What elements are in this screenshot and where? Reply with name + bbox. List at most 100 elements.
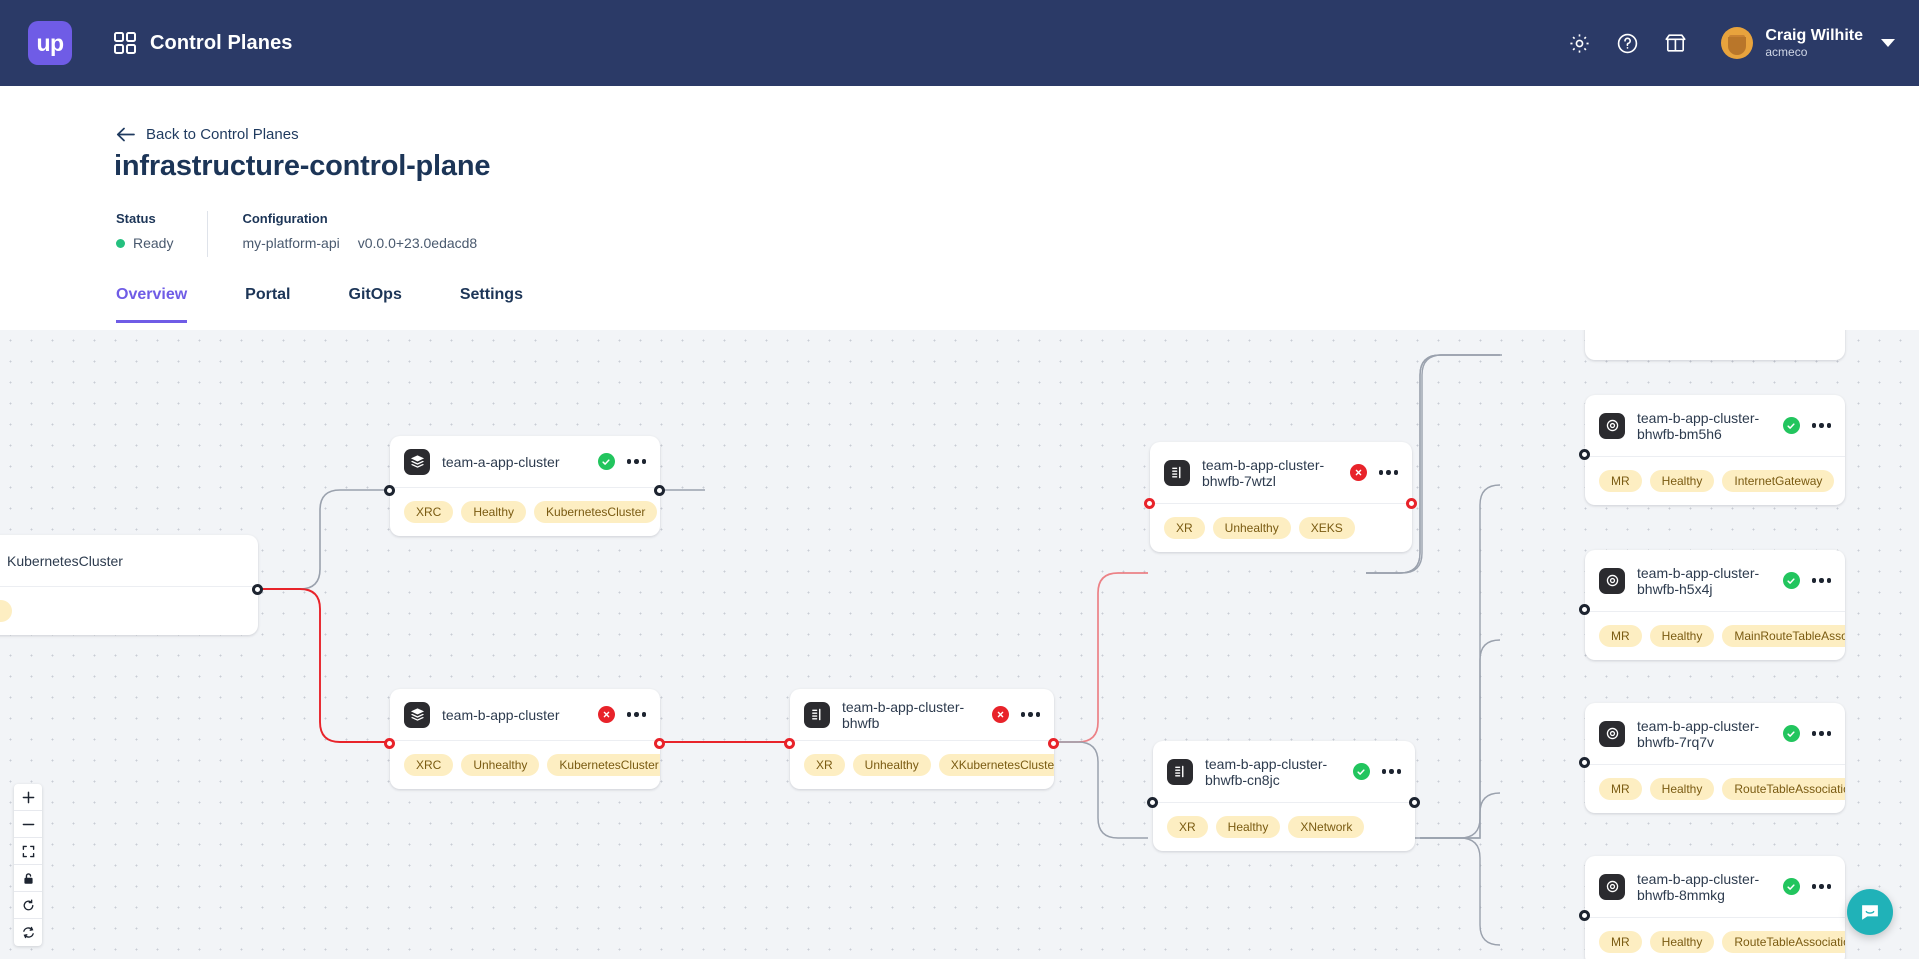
graph-node-team-a-app-cluster[interactable]: team-a-app-cluster XRC Healthy Kubernete… xyxy=(390,436,660,536)
tag: Healthy xyxy=(1649,931,1715,953)
page-header: Back to Control Planes infrastructure-co… xyxy=(0,86,1919,330)
resource-graph-canvas[interactable]: K KubernetesCluster API team-a-app-clust… xyxy=(0,330,1919,959)
reset-icon[interactable] xyxy=(14,892,42,919)
port-out-team-b-app-cluster-bhwfb[interactable] xyxy=(1048,738,1059,749)
refresh-icon[interactable] xyxy=(14,919,42,946)
status-badge-unhealthy-icon xyxy=(1349,464,1367,481)
node-header: team-b-app-cluster-bhwfb-bm5h6 xyxy=(1585,395,1845,457)
avatar[interactable] xyxy=(1721,27,1754,59)
node-header: team-b-app-cluster xyxy=(390,689,660,741)
port-out-7wtzl[interactable] xyxy=(1406,498,1417,509)
fit-view-icon[interactable] xyxy=(14,838,42,865)
node-menu-button[interactable] xyxy=(1381,769,1401,774)
upbound-logo[interactable]: up xyxy=(28,21,72,65)
node-menu-button[interactable] xyxy=(1020,712,1040,717)
chat-bubble-icon[interactable] xyxy=(1847,889,1893,935)
tab-settings[interactable]: Settings xyxy=(459,286,523,303)
node-menu-button[interactable] xyxy=(1811,731,1831,736)
grid-icon[interactable] xyxy=(114,32,136,54)
port-in-bm5h6[interactable] xyxy=(1579,449,1590,460)
graph-node-team-b-app-cluster-bhwfb-8mmkg[interactable]: team-b-app-cluster-bhwfb-8mmkg MR Health… xyxy=(1585,856,1845,959)
user-menu[interactable]: Craig Wilhite acmeco xyxy=(1765,27,1863,60)
port-in-team-b-app-cluster[interactable] xyxy=(384,738,395,749)
port-in-cn8jc[interactable] xyxy=(1147,797,1158,808)
node-header: team-b-app-cluster-bhwfb-h5x4j xyxy=(1585,550,1845,612)
configuration-name: my-platform-api xyxy=(242,235,340,251)
configuration-block: Configuration my-platform-api v0.0.0+23.… xyxy=(242,211,477,251)
tag: Healthy xyxy=(461,501,527,523)
tag: API xyxy=(0,600,13,622)
status-badge-healthy-icon xyxy=(1352,763,1370,780)
back-to-control-planes-link[interactable]: Back to Control Planes xyxy=(116,126,299,143)
tag: RouteTableAssociation xyxy=(1722,931,1845,953)
port-in-7rq7v[interactable] xyxy=(1579,757,1590,768)
port-out-team-a-app-cluster[interactable] xyxy=(654,485,665,496)
tab-gitops[interactable]: GitOps xyxy=(348,286,402,303)
graph-node-kubernetescluster[interactable]: K KubernetesCluster API xyxy=(0,535,258,635)
status-badge-healthy-icon xyxy=(1782,572,1800,589)
graph-node-partial-top[interactable] xyxy=(1585,330,1845,360)
tag: XR xyxy=(1164,517,1205,539)
node-tags: MR Healthy MainRouteTableAssociation xyxy=(1585,612,1845,660)
help-circle-icon[interactable] xyxy=(1603,19,1651,67)
tag: XRC xyxy=(404,501,454,523)
port-in-h5x4j[interactable] xyxy=(1579,604,1590,615)
tab-portal[interactable]: Portal xyxy=(245,286,291,303)
tab-bar: Overview Portal GitOps Settings xyxy=(116,282,581,323)
node-menu-button[interactable] xyxy=(626,459,646,464)
node-menu-button[interactable] xyxy=(1811,423,1831,428)
node-title: team-a-app-cluster xyxy=(442,453,560,470)
node-title: team-b-app-cluster-bhwfb-cn8jc xyxy=(1205,755,1328,788)
node-title: team-b-app-cluster-bhwfb-7wtzl xyxy=(1202,456,1325,489)
port-out-kubernetescluster[interactable] xyxy=(252,584,263,595)
tag: KubernetesCluster xyxy=(534,501,658,523)
configuration-label: Configuration xyxy=(242,211,328,226)
node-title: team-b-app-cluster-bhwfb-bm5h6 xyxy=(1637,409,1760,442)
port-out-team-b-app-cluster[interactable] xyxy=(654,738,665,749)
graph-node-team-b-app-cluster-bhwfb-7wtzl[interactable]: team-b-app-cluster-bhwfb-7wtzl XR Unheal… xyxy=(1150,442,1412,552)
port-in-team-b-app-cluster-bhwfb[interactable] xyxy=(784,738,795,749)
graph-node-team-b-app-cluster-bhwfb-cn8jc[interactable]: team-b-app-cluster-bhwfb-cn8jc XR Health… xyxy=(1153,741,1415,851)
port-in-7wtzl[interactable] xyxy=(1144,498,1155,509)
gear-icon[interactable] xyxy=(1555,19,1603,67)
node-header: K KubernetesCluster xyxy=(0,535,258,587)
status-badge-unhealthy-icon xyxy=(991,706,1009,723)
node-title: team-b-app-cluster-bhwfb-h5x4j xyxy=(1637,564,1760,597)
graph-node-team-b-app-cluster-bhwfb-7rq7v[interactable]: team-b-app-cluster-bhwfb-7rq7v MR Health… xyxy=(1585,703,1845,813)
zoom-out-icon[interactable] xyxy=(14,811,42,838)
tab-overview[interactable]: Overview xyxy=(116,282,188,323)
port-in-8mmkg[interactable] xyxy=(1579,910,1590,921)
node-tags: API xyxy=(0,587,258,635)
node-menu-button[interactable] xyxy=(1811,578,1831,583)
chevron-down-icon[interactable] xyxy=(1881,39,1895,47)
logo-text: up xyxy=(36,29,64,56)
node-menu-button[interactable] xyxy=(626,712,646,717)
node-menu-button[interactable] xyxy=(1811,884,1831,889)
graph-node-team-b-app-cluster-bhwfb[interactable]: team-b-app-cluster-bhwfb XR Unhealthy XK… xyxy=(790,689,1054,789)
node-tags: MR Healthy RouteTableAssociation xyxy=(1585,765,1845,813)
zoom-in-icon[interactable] xyxy=(14,784,42,811)
tag: XEKS xyxy=(1298,517,1355,539)
port-out-cn8jc[interactable] xyxy=(1409,797,1420,808)
graph-node-team-b-app-cluster[interactable]: team-b-app-cluster XRC Unhealthy Kuberne… xyxy=(390,689,660,789)
target-icon xyxy=(1599,873,1625,900)
status-text: Ready xyxy=(133,235,174,251)
node-tags: XRC Unhealthy KubernetesCluster xyxy=(390,741,660,789)
configuration-version: v0.0.0+23.0edacd8 xyxy=(357,235,478,251)
marketplace-icon[interactable] xyxy=(1651,19,1699,67)
lock-icon[interactable] xyxy=(14,865,42,892)
tag: Healthy xyxy=(1649,470,1715,492)
node-menu-button[interactable] xyxy=(1378,470,1398,475)
user-org: acmeco xyxy=(1765,44,1808,59)
target-icon xyxy=(1599,567,1625,594)
list-box-icon xyxy=(804,701,830,728)
status-block: Status Ready xyxy=(116,211,173,251)
tag: RouteTableAssociation xyxy=(1722,778,1845,800)
tag: XR xyxy=(804,754,845,776)
graph-node-team-b-app-cluster-bhwfb-h5x4j[interactable]: team-b-app-cluster-bhwfb-h5x4j MR Health… xyxy=(1585,550,1845,660)
user-name: Craig Wilhite xyxy=(1765,26,1863,44)
graph-node-team-b-app-cluster-bhwfb-bm5h6[interactable]: team-b-app-cluster-bhwfb-bm5h6 MR Health… xyxy=(1585,395,1845,505)
tag: Unhealthy xyxy=(852,754,931,776)
node-title: team-b-app-cluster-bhwfb-7rq7v xyxy=(1637,717,1760,750)
port-in-team-a-app-cluster[interactable] xyxy=(384,485,395,496)
